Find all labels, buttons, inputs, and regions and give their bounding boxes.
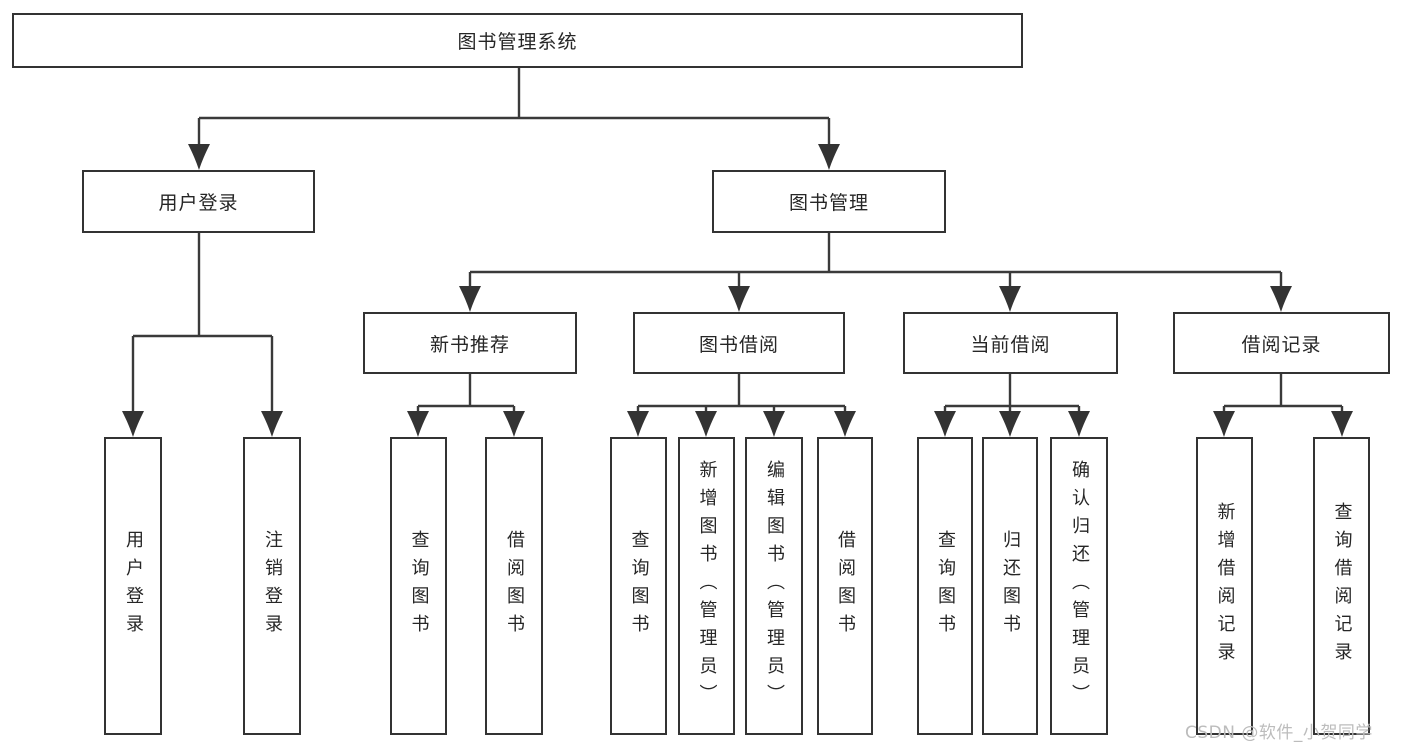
node-book-management: 图书管理: [712, 170, 946, 233]
leaf-add-books-admin: 新增图书（管理员）: [678, 437, 735, 735]
leaf-label: 借阅图书: [835, 530, 856, 642]
leaf-user-login: 用户登录: [104, 437, 162, 735]
leaf-return-books: 归还图书: [982, 437, 1038, 735]
leaf-label: 编辑图书（管理员）: [764, 460, 785, 712]
csdn-watermark: CSDN @软件_小贺同学: [1185, 723, 1373, 743]
leaf-label: 注销登录: [262, 530, 283, 642]
leaf-label: 查询图书: [935, 530, 956, 642]
leaf-logout: 注销登录: [243, 437, 301, 735]
node-label: 新书推荐: [429, 333, 510, 356]
leaf-label: 归还图书: [1000, 530, 1021, 642]
leaf-label: 确认归还（管理员）: [1069, 460, 1090, 712]
leaf-label: 新增借阅记录: [1214, 502, 1236, 670]
node-label: 借阅记录: [1241, 333, 1322, 356]
leaf-label: 查询借阅记录: [1331, 502, 1353, 670]
leaf-label: 用户登录: [123, 530, 144, 642]
node-current-borrowing: 当前借阅: [903, 312, 1118, 374]
node-label: 当前借阅: [970, 333, 1051, 356]
leaf-borrow-books-recommend: 借阅图书: [485, 437, 543, 735]
leaf-label: 查询图书: [408, 530, 430, 642]
node-root-system: 图书管理系统: [12, 13, 1023, 68]
leaf-label: 借阅图书: [504, 530, 525, 642]
node-label: 图书管理: [788, 192, 869, 214]
leaf-query-books-current: 查询图书: [917, 437, 973, 735]
leaf-query-books-recommend: 查询图书: [390, 437, 447, 735]
node-label: 图书管理系统: [457, 31, 578, 53]
node-label: 图书借阅: [698, 333, 779, 356]
leaf-query-borrow-record: 查询借阅记录: [1313, 437, 1370, 735]
leaf-add-borrow-record: 新增借阅记录: [1196, 437, 1253, 735]
node-label: 用户登录: [158, 192, 239, 214]
leaf-label: 新增图书（管理员）: [696, 460, 718, 712]
leaf-label: 查询图书: [628, 530, 650, 642]
node-borrowing-records: 借阅记录: [1173, 312, 1390, 374]
node-user-login: 用户登录: [82, 170, 315, 233]
leaf-query-books-borrowing: 查询图书: [610, 437, 667, 735]
node-book-borrowing: 图书借阅: [633, 312, 845, 374]
leaf-confirm-return-admin: 确认归还（管理员）: [1050, 437, 1108, 735]
leaf-borrow-books-borrowing: 借阅图书: [817, 437, 873, 735]
node-new-book-recommend: 新书推荐: [363, 312, 577, 374]
leaf-edit-books-admin: 编辑图书（管理员）: [745, 437, 803, 735]
